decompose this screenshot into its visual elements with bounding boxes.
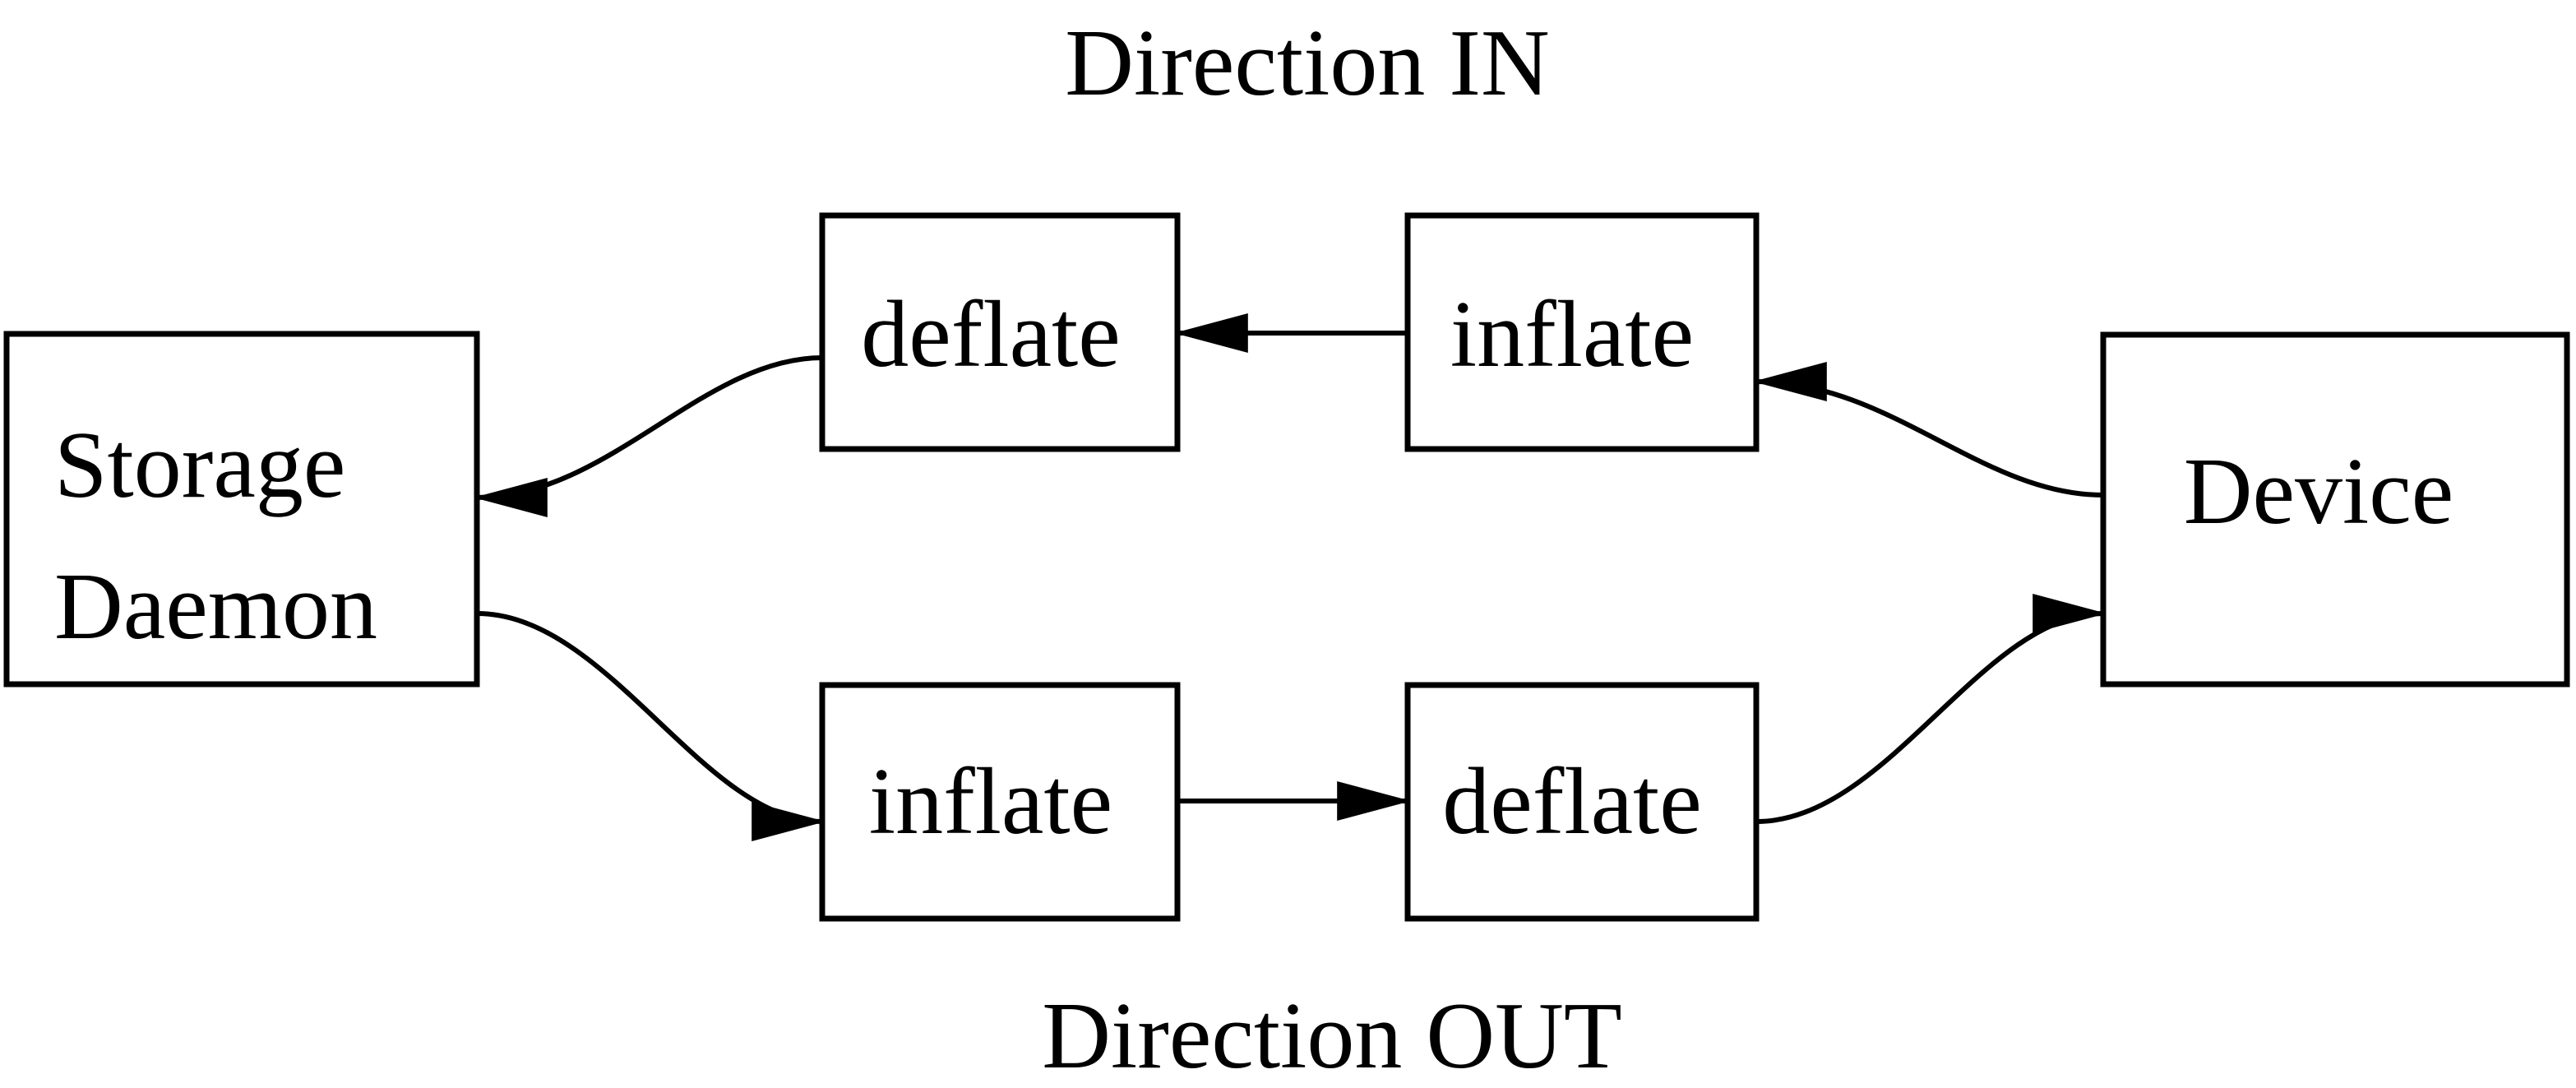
deflate-bottom-label: deflate [1442, 749, 1702, 854]
inflate-bottom-box [819, 682, 1181, 922]
device-label: Device [2184, 439, 2453, 544]
node-storage-daemon: Storage Daemon [3, 331, 480, 688]
edge-device-to-inflate-top [1752, 362, 2104, 498]
edge-storage-daemon-to-inflate-bottom [476, 611, 826, 841]
storage-daemon-label-line1: Storage [54, 413, 345, 518]
direction-out-label: Direction OUT [1042, 984, 1621, 1088]
node-deflate-bottom: deflate [1404, 682, 1760, 922]
node-inflate-bottom: inflate [819, 682, 1181, 922]
device-box [2100, 331, 2570, 688]
edge-deflate-bottom-to-device [1755, 594, 2107, 824]
node-deflate-top: deflate [819, 212, 1181, 452]
deflate-top-box [819, 212, 1181, 452]
storage-daemon-label-line2: Daemon [54, 554, 377, 660]
node-inflate-top: inflate [1404, 212, 1760, 452]
storage-daemon-box [3, 331, 480, 688]
node-device: Device [2100, 331, 2570, 688]
direction-in-label: Direction IN [1065, 11, 1549, 116]
inflate-top-label: inflate [1450, 282, 1694, 387]
inflate-top-box [1404, 212, 1760, 452]
deflate-top-label: deflate [861, 282, 1121, 387]
edge-deflate-top-to-storage-daemon [473, 355, 823, 517]
inflate-bottom-label: inflate [869, 749, 1112, 854]
deflate-bottom-box [1404, 682, 1760, 922]
